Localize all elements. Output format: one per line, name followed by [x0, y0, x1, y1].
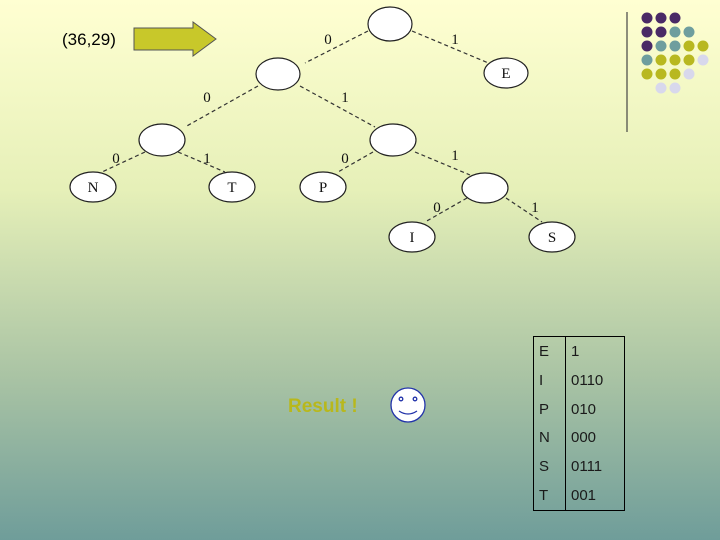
edge-label-root-left: 0 — [324, 32, 332, 48]
decor-dot — [655, 12, 667, 24]
table-row: T 001 — [533, 481, 625, 511]
decor-dot — [669, 54, 681, 66]
leaf-i-node — [388, 221, 436, 253]
decor-dot — [641, 54, 653, 66]
decor-dot — [655, 82, 667, 94]
tree-node-n3 — [369, 123, 417, 157]
decor-dot — [683, 54, 695, 66]
smiley-face-icon — [390, 387, 426, 423]
decor-dot — [669, 26, 681, 38]
leaf-s-node — [528, 221, 576, 253]
table-row: P 010 — [533, 394, 625, 424]
edge-label-n2-left: 0 — [112, 151, 120, 167]
code-cell: 000 — [571, 429, 597, 447]
leaf-s-label: S — [548, 230, 556, 246]
edge-label-root-right: 1 — [451, 32, 459, 48]
table-row: N 000 — [533, 423, 625, 453]
decor-dot — [641, 68, 653, 80]
edge-n4-right — [505, 197, 543, 223]
decor-dot — [655, 26, 667, 38]
decor-dot — [669, 40, 681, 52]
edge-n4-left — [424, 197, 468, 223]
leaf-n-node — [69, 171, 117, 203]
code-cell: 001 — [571, 487, 597, 505]
code-cell: 1 — [571, 342, 580, 360]
result-label: Result ! — [288, 396, 358, 417]
decor-dot — [655, 54, 667, 66]
edge-n2-left — [101, 151, 146, 173]
decor-dot — [641, 26, 653, 38]
edge-n3-right — [414, 151, 471, 176]
code-cell: 0111 — [571, 458, 603, 476]
edge-label-n1-left: 0 — [203, 90, 211, 106]
table-row: I 0110 — [533, 365, 625, 395]
edge-n1-right — [299, 85, 376, 128]
decor-dot — [641, 12, 653, 24]
decor-dot — [683, 40, 695, 52]
decor-dot — [669, 82, 681, 94]
symbol-cell: S — [533, 452, 566, 482]
edge-label-n4-left: 0 — [433, 200, 441, 216]
decor-dot — [683, 68, 695, 80]
leaf-e-label: E — [501, 66, 510, 82]
leaf-p-label: P — [319, 180, 327, 196]
leaf-t-node — [208, 171, 256, 203]
symbol-cell: I — [533, 365, 566, 395]
symbol-cell: E — [533, 336, 566, 366]
leaf-t-label: T — [227, 180, 236, 196]
leaf-i-label: I — [410, 230, 415, 246]
tree-root-node — [367, 6, 413, 42]
decor-dot-grid — [641, 12, 709, 94]
tree-node-n1 — [255, 57, 301, 91]
coordinate-label: (36,29) — [62, 30, 116, 49]
tree-node-n4 — [461, 172, 509, 204]
decor-dot — [697, 40, 709, 52]
table-row: S 0111 — [533, 452, 625, 482]
code-cell: 0110 — [571, 371, 604, 389]
edge-label-n3-right: 1 — [451, 148, 459, 164]
edge-n2-right — [177, 151, 226, 173]
decor-dot — [683, 26, 695, 38]
edge-root-right — [411, 30, 499, 68]
decor-dot — [669, 68, 681, 80]
decor-dot — [697, 54, 709, 66]
pointer-arrow — [133, 21, 217, 57]
decor-dot — [641, 40, 653, 52]
decor-dot — [669, 12, 681, 24]
code-cell: 010 — [571, 400, 597, 418]
tree-node-n2 — [138, 123, 186, 157]
leaf-e-node — [483, 57, 529, 89]
symbol-cell: P — [533, 394, 566, 424]
edge-n1-left — [184, 85, 259, 128]
edge-label-n1-right: 1 — [341, 90, 349, 106]
decor-dot — [655, 40, 667, 52]
edge-label-n3-left: 0 — [341, 151, 349, 167]
symbol-cell: N — [533, 423, 566, 453]
symbol-cell: T — [533, 481, 566, 511]
tree-edges — [101, 30, 543, 223]
edge-label-n2-right: 1 — [203, 151, 211, 167]
edge-label-n4-right: 1 — [531, 200, 539, 216]
leaf-p-node — [299, 171, 347, 203]
edge-root-left — [304, 30, 369, 64]
decor-dot — [655, 68, 667, 80]
leaf-n-label: N — [88, 180, 99, 196]
